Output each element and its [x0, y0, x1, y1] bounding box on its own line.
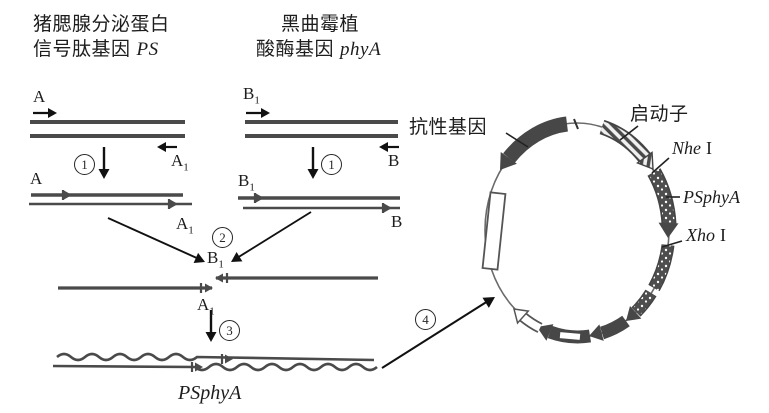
- open-segment-rect: [481, 191, 507, 271]
- right-product-b1-label: B1: [238, 170, 255, 194]
- promoter-pointer-line: [619, 125, 639, 141]
- fusion-top-arrowhead: [215, 273, 223, 283]
- fusion-product-top-strand: [56, 352, 375, 362]
- right-pcr-panel: [238, 108, 400, 213]
- primer-a1-label: A1: [171, 150, 189, 174]
- left-gene-name: PS: [136, 39, 159, 60]
- fusion-product-name: PSphyA: [178, 382, 242, 404]
- right-gene-name: phyA: [340, 39, 382, 60]
- left-product-a1-label: A1: [176, 213, 194, 237]
- right-product-b1-base: B: [238, 171, 250, 190]
- right-product-b-label: B: [391, 212, 403, 231]
- right-gene-title-line2-text: 酸酶基因: [256, 39, 335, 60]
- left-product-bottom-arrowhead: [170, 199, 178, 209]
- fusion-bottom-arrowhead: [205, 283, 213, 293]
- step4-badge: 4: [415, 309, 436, 330]
- step1-left-badge: 1: [74, 154, 95, 175]
- fusion-product-bottom-arrowhead: [195, 362, 203, 372]
- resistance-pointer-line: [505, 132, 529, 148]
- insert-psphya-arrowhead: [658, 222, 679, 238]
- xho1-suffix: I: [720, 225, 726, 245]
- join-arrow-left: [107, 217, 200, 260]
- step1-right-badge: 1: [321, 154, 342, 175]
- boxed-arrow-white-box: [559, 332, 581, 340]
- left-product-a-label: A: [30, 169, 43, 188]
- primer-b1-label: B1: [243, 83, 260, 107]
- step4-arrow: [381, 300, 489, 369]
- open-arrowhead: [512, 308, 530, 325]
- primer-a1-base: A: [171, 151, 184, 170]
- left-gene-title-line1: 猪腮腺分泌蛋白: [33, 14, 170, 35]
- primer-a1-sub: 1: [183, 161, 189, 174]
- primer-b-arrowhead: [379, 142, 388, 152]
- resistance-gene-arc: [503, 116, 569, 163]
- nhe1-pointer-line: [651, 157, 670, 174]
- xho1-name: Xho: [686, 225, 715, 245]
- plasmid-promoter-label: 启动子: [630, 104, 689, 125]
- resistance-gene-arrowhead: [500, 151, 517, 170]
- downstream-stipple-arc: [649, 244, 673, 291]
- left-product-a1-sub: 1: [188, 224, 194, 237]
- stipple-arrow-arc: [632, 290, 656, 316]
- primer-b1-base: B: [243, 84, 255, 103]
- step2-badge: 2: [212, 227, 233, 248]
- plasmid-top-tick: [573, 118, 579, 130]
- step3-badge: 3: [219, 320, 240, 341]
- xho1-pointer-line: [661, 240, 683, 248]
- join-arrow-left-head: [193, 252, 205, 263]
- left-pcr-panel: [29, 108, 192, 209]
- right-product-b1-sub: 1: [249, 181, 255, 194]
- promoter-arc: [600, 121, 650, 162]
- primer-b1-arrowhead: [261, 108, 270, 118]
- join-arrow-right-head: [231, 252, 243, 262]
- fusion-a1-base: A: [197, 295, 210, 314]
- right-gene-title-line1: 黑曲霉植: [281, 14, 360, 35]
- fusion-product: [52, 297, 495, 372]
- fusion-a1-sub: 1: [209, 305, 215, 318]
- step3-arrowhead: [205, 332, 217, 342]
- step4-arrowhead: [482, 297, 495, 308]
- primer-a1-arrowhead: [157, 142, 166, 152]
- join-arrow-right: [236, 211, 312, 259]
- plasmid-insert-label: PSphyA: [683, 187, 740, 207]
- bottom-dark-arrowhead: [589, 324, 604, 341]
- primer-a-label: A: [33, 87, 46, 106]
- left-product-top-arrowhead: [64, 190, 72, 200]
- right-step1-arrowhead: [307, 169, 319, 179]
- left-step1-arrowhead: [98, 169, 110, 179]
- plasmid-map: [481, 116, 683, 344]
- left-product-a1-base: A: [176, 214, 189, 233]
- fusion-b1-sub: 1: [218, 258, 224, 271]
- bottom-dark-arrow-arc: [599, 315, 630, 340]
- insert-psphya-arc: [648, 169, 675, 225]
- fusion-product-bottom-strand: [52, 362, 378, 372]
- primer-b-label: B: [388, 151, 400, 170]
- nhe1-suffix: I: [706, 138, 712, 158]
- right-product-bottom-arrowhead: [384, 203, 392, 213]
- fusion-product-top-arrowhead: [225, 354, 233, 364]
- overlap-join: [58, 211, 378, 342]
- fusion-b1-label: B1: [207, 247, 224, 271]
- boxed-arrowhead: [537, 324, 554, 341]
- fusion-a1-label: A1: [197, 294, 215, 318]
- left-gene-title-line2-text: 信号肽基因: [33, 39, 131, 60]
- primer-b1-sub: 1: [254, 94, 260, 107]
- primer-a-arrowhead: [48, 108, 57, 118]
- nhe1-name: Nhe: [672, 138, 701, 158]
- promoter-arrowhead: [636, 151, 654, 171]
- fusion-b1-base: B: [207, 248, 219, 267]
- stipple-arrow-head: [626, 305, 642, 321]
- plasmid-resistance-gene-label: 抗性基因: [409, 117, 488, 138]
- right-product-top-arrowhead: [256, 193, 264, 203]
